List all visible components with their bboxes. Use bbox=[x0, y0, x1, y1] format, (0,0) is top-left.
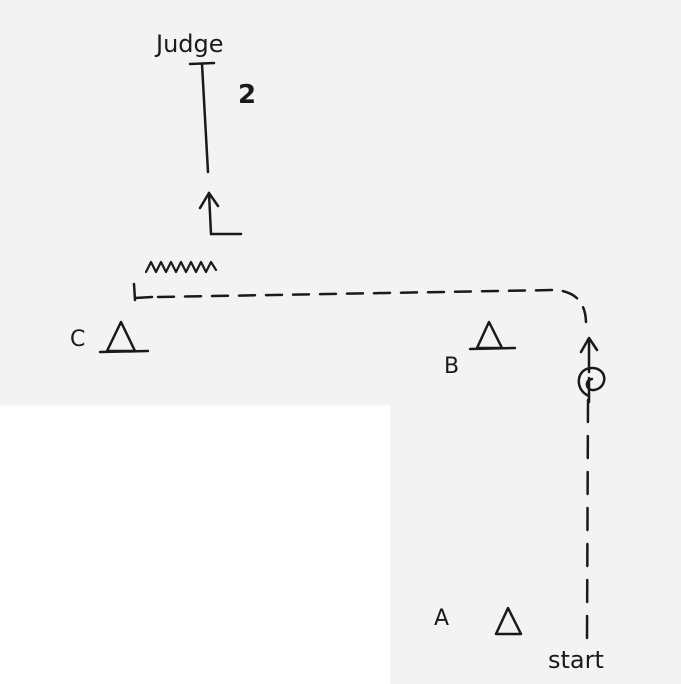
corner-marker bbox=[132, 282, 154, 302]
dashed-route-vertical bbox=[585, 398, 590, 642]
judge-line bbox=[188, 61, 216, 174]
judge-mark: 2 bbox=[238, 80, 256, 110]
cone-c-label: C bbox=[70, 327, 85, 352]
judge-label: Judge bbox=[154, 30, 224, 58]
dashed-route bbox=[156, 288, 588, 324]
zigzag-icon bbox=[144, 260, 218, 274]
cone-c-icon bbox=[98, 320, 150, 354]
start-label: start bbox=[548, 646, 604, 674]
cone-a-label: A bbox=[434, 606, 449, 631]
arrow-up-icon bbox=[198, 191, 243, 236]
arrow-up-small-icon bbox=[579, 336, 599, 374]
cone-b-label: B bbox=[444, 354, 459, 379]
cone-b-icon bbox=[468, 320, 517, 351]
circle-turn-icon bbox=[577, 366, 606, 404]
cone-a-icon bbox=[494, 606, 523, 636]
